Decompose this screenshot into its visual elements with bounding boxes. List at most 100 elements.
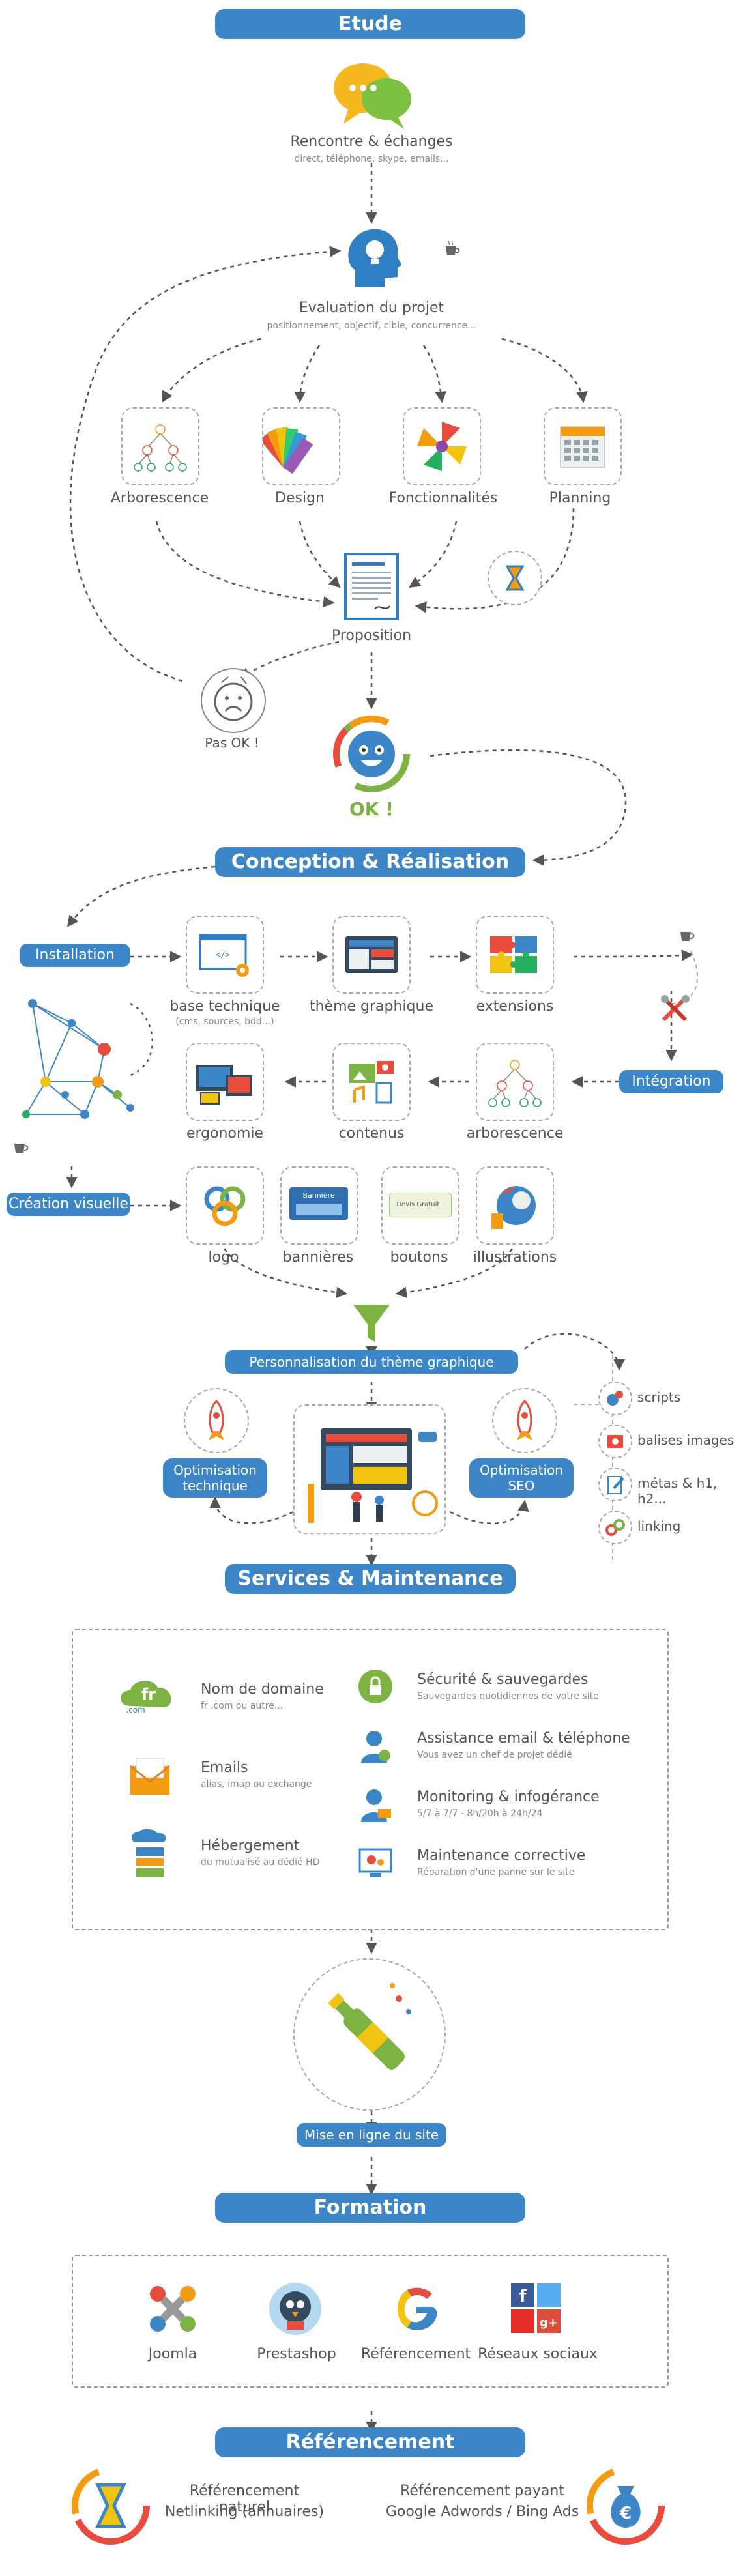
launch-circle	[293, 1958, 446, 2111]
funnel-icon	[353, 1305, 390, 1342]
proposal-document-icon	[344, 553, 399, 620]
svg-text:g+: g+	[540, 2316, 558, 2330]
bannieres-box: Bannière	[280, 1166, 358, 1245]
hosting-server-icon	[131, 1829, 166, 1877]
tree-structure-icon-2	[488, 1060, 542, 1107]
service-security-sub: Sauvegardes quotidiennes de votre site	[417, 1691, 599, 1701]
extensions-label: extensions	[476, 998, 554, 1015]
maintenance-screen-icon	[358, 1848, 392, 1877]
devices-icon	[196, 1065, 252, 1105]
section-header-conception: Conception & Réalisation	[215, 847, 525, 877]
banner-sample: Bannière	[289, 1187, 348, 1220]
fonctionnalites-box	[403, 407, 481, 485]
scripts-circle	[598, 1382, 632, 1415]
fonctionnalites-label: Fonctionnalités	[388, 490, 498, 506]
theme-graphique-label: thème graphique	[309, 998, 434, 1015]
formation-social-label: Réseaux sociaux	[478, 2346, 598, 2362]
creation-visuelle-button[interactable]: Création visuelle	[7, 1193, 130, 1216]
optimisation-seo-button[interactable]: Optimisation SEO	[469, 1458, 574, 1498]
svg-text:f: f	[519, 2287, 527, 2306]
evaluation-subtitle: positionnement, objectif, cible, concurr…	[267, 321, 476, 331]
service-assistance-sub: Vous avez un chef de projet dédié	[417, 1750, 572, 1760]
chain-link-icon	[605, 1519, 625, 1536]
social-networks-icon: f g+	[511, 2283, 561, 2333]
rencontre-title: Rencontre & échanges	[290, 134, 453, 150]
logo-label: logo	[208, 1249, 239, 1266]
puzzle-pieces-icon	[490, 936, 537, 973]
customization-illustration-box	[293, 1404, 446, 1534]
service-monitoring-title: Monitoring & infogérance	[417, 1789, 600, 1805]
support-agent-icon	[361, 1731, 390, 1763]
illustrations-box	[476, 1166, 554, 1245]
edit-document-icon	[607, 1476, 624, 1494]
puzzle-pinwheel-icon	[417, 422, 467, 471]
service-monitoring-sub: 5/7 à 7/7 - 8h/20h à 24h/24	[417, 1808, 543, 1819]
base-technique-box: </>	[186, 916, 264, 994]
service-assistance-title: Assistance email & téléphone	[417, 1730, 630, 1746]
service-domain-sub: fr .com ou autre...	[201, 1701, 284, 1711]
evaluation-title: Evaluation du projet	[299, 300, 444, 316]
happy-face-icon	[333, 716, 410, 792]
bannieres-label: bannières	[282, 1249, 354, 1266]
head-lightbulb-icon	[348, 229, 401, 287]
section-header-formation: Formation	[215, 2193, 525, 2223]
arborescence-label-2: arborescence	[466, 1125, 564, 1142]
rocket-icon-2	[517, 1399, 532, 1440]
referencement-adwords: Google Adwords / Bing Ads	[385, 2504, 579, 2520]
coffee-cup-icon	[446, 240, 460, 255]
tree-structure-icon	[134, 424, 187, 472]
extensions-box	[476, 916, 554, 994]
boutons-label: boutons	[390, 1249, 448, 1266]
coffee-cup-icon-3	[14, 1144, 29, 1153]
contenus-box	[332, 1043, 411, 1121]
seo-balises-label: balises images	[637, 1432, 735, 1448]
base-technique-label: base technique	[169, 998, 280, 1015]
pas-ok-label: Pas OK !	[205, 735, 259, 751]
section-header-referencement: Référencement	[215, 2427, 525, 2457]
service-security-title: Sécurité & sauvegardes	[417, 1672, 589, 1688]
mise-en-ligne-button[interactable]: Mise en ligne du site	[297, 2123, 446, 2147]
service-emails-sub: alias, imap ou exchange	[201, 1779, 312, 1789]
image-tag-icon	[607, 1435, 623, 1448]
linking-circle	[598, 1511, 632, 1544]
installation-button[interactable]: Installation	[20, 944, 130, 967]
rocket-circle-right	[492, 1388, 557, 1453]
base-technique-sub: (cms, sources, bdd...)	[175, 1017, 274, 1027]
network-graph-icon	[22, 999, 134, 1119]
ergonomie-label: ergonomie	[186, 1125, 264, 1142]
seo-linking-label: linking	[637, 1518, 681, 1534]
planning-label: Planning	[549, 490, 611, 506]
calendar-icon	[560, 426, 605, 468]
service-maintenance-sub: Réparation d'une panne sur le site	[417, 1867, 575, 1877]
service-emails-title: Emails	[201, 1759, 248, 1776]
logo-box	[186, 1166, 264, 1245]
proposition-label: Proposition	[331, 628, 412, 644]
seo-metas-label: métas & h1, h2...	[637, 1475, 718, 1507]
design-label: Design	[275, 490, 325, 506]
theme-layout-icon	[345, 936, 398, 973]
formation-prestashop-label: Prestashop	[257, 2346, 336, 2362]
formation-referencement-label: Référencement	[360, 2346, 471, 2362]
contenus-label: contenus	[338, 1125, 405, 1142]
coffee-cup-icon-2	[680, 932, 695, 941]
svg-text:.com: .com	[126, 1705, 145, 1715]
optimisation-technique-button[interactable]: Optimisation technique	[163, 1458, 267, 1498]
champagne-bottle-icon	[328, 1983, 411, 2070]
rocket-circle-left	[184, 1388, 249, 1453]
svg-text:</>: </>	[216, 950, 230, 959]
section-header-services: Services & Maintenance	[225, 1564, 516, 1594]
integration-button[interactable]: Intégration	[619, 1070, 723, 1093]
formation-box	[72, 2255, 669, 2388]
security-lock-icon	[358, 1670, 392, 1703]
boutons-box: Devis Gratuit !	[381, 1166, 459, 1245]
referencement-netlinking: Netlinking (annuaires)	[164, 2504, 325, 2520]
banner-sample-text: Bannière	[302, 1191, 335, 1200]
email-envelope-icon	[130, 1758, 170, 1795]
logo-design-icon	[204, 1186, 246, 1226]
code-window-icon: </>	[199, 934, 249, 977]
arborescence-box	[121, 407, 199, 485]
personnalisation-button[interactable]: Personnalisation du thème graphique	[225, 1350, 518, 1374]
illustrations-label: illustrations	[473, 1249, 557, 1266]
google-logo-icon	[398, 2287, 437, 2330]
service-hosting-sub: du mutualisé au dédié HD	[201, 1857, 320, 1868]
